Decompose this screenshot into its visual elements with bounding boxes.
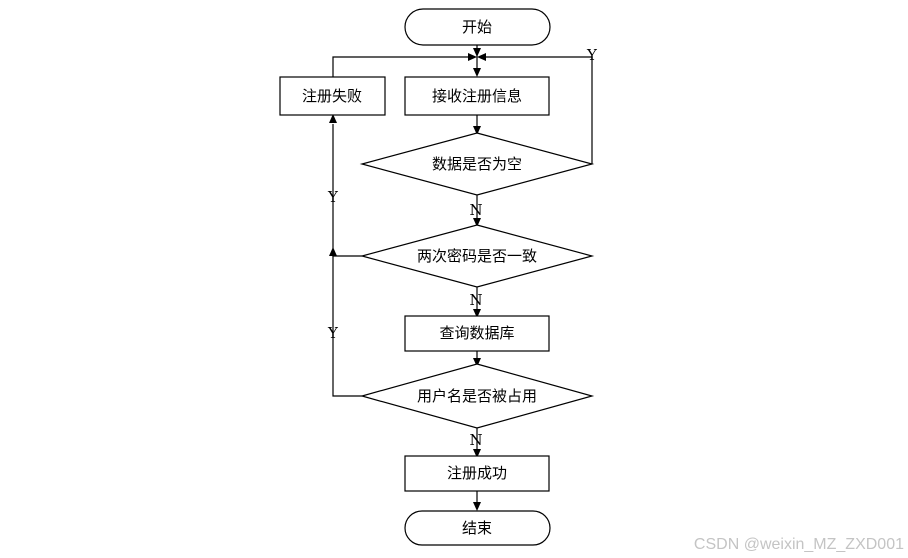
edge-label-pwd-yes: Y xyxy=(327,188,339,206)
empty-check-label: 数据是否为空 xyxy=(432,155,522,173)
end-node: 结束 xyxy=(404,510,551,546)
end-label: 结束 xyxy=(462,519,492,537)
user-check-label: 用户名是否被占用 xyxy=(417,387,537,405)
arrowhead-empty xyxy=(473,126,481,135)
watermark: CSDN @weixin_MZ_ZXD001 xyxy=(693,536,904,553)
success-node: 注册成功 xyxy=(404,455,550,492)
arrowhead-merge-left xyxy=(477,53,486,61)
query-node: 查询数据库 xyxy=(404,315,550,352)
start-node: 开始 xyxy=(404,8,551,46)
arrowhead-receive xyxy=(473,68,481,77)
connector-user-yes xyxy=(332,256,362,397)
fail-label: 注册失败 xyxy=(302,87,362,105)
arrowhead-fail xyxy=(329,114,337,123)
pwd-check-decision: 两次密码是否一致 xyxy=(359,224,595,288)
start-label: 开始 xyxy=(462,18,492,36)
arrowhead-merge-down xyxy=(473,48,481,57)
arrowhead-merge-right xyxy=(468,53,477,61)
arrowheads xyxy=(329,48,486,511)
arrowhead-query xyxy=(473,309,481,318)
arrowhead-end xyxy=(473,502,481,511)
connector-fail-loop xyxy=(332,56,469,77)
edge-label-user-yes: Y xyxy=(327,324,339,342)
fail-node: 注册失败 xyxy=(279,76,386,116)
edge-label-user-no: N xyxy=(469,431,482,449)
arrowhead-pwd xyxy=(473,218,481,227)
receive-node: 接收注册信息 xyxy=(404,76,550,116)
pwd-check-label: 两次密码是否一致 xyxy=(417,247,537,265)
arrowhead-success xyxy=(473,449,481,458)
success-label: 注册成功 xyxy=(447,464,507,482)
connector-empty-yes-loop xyxy=(485,56,593,164)
edge-labels: Y N Y N Y N xyxy=(327,46,598,449)
empty-check-decision: 数据是否为空 xyxy=(359,132,595,196)
query-label: 查询数据库 xyxy=(439,324,514,342)
edge-label-empty-no: N xyxy=(469,201,482,219)
edge-label-pwd-no: N xyxy=(469,291,482,309)
receive-label: 接收注册信息 xyxy=(432,87,522,105)
arrowhead-user xyxy=(473,358,481,367)
user-check-decision: 用户名是否被占用 xyxy=(359,363,595,429)
edge-label-empty-yes: Y xyxy=(586,46,598,64)
arrowhead-pwd-yes-junction xyxy=(329,247,337,256)
